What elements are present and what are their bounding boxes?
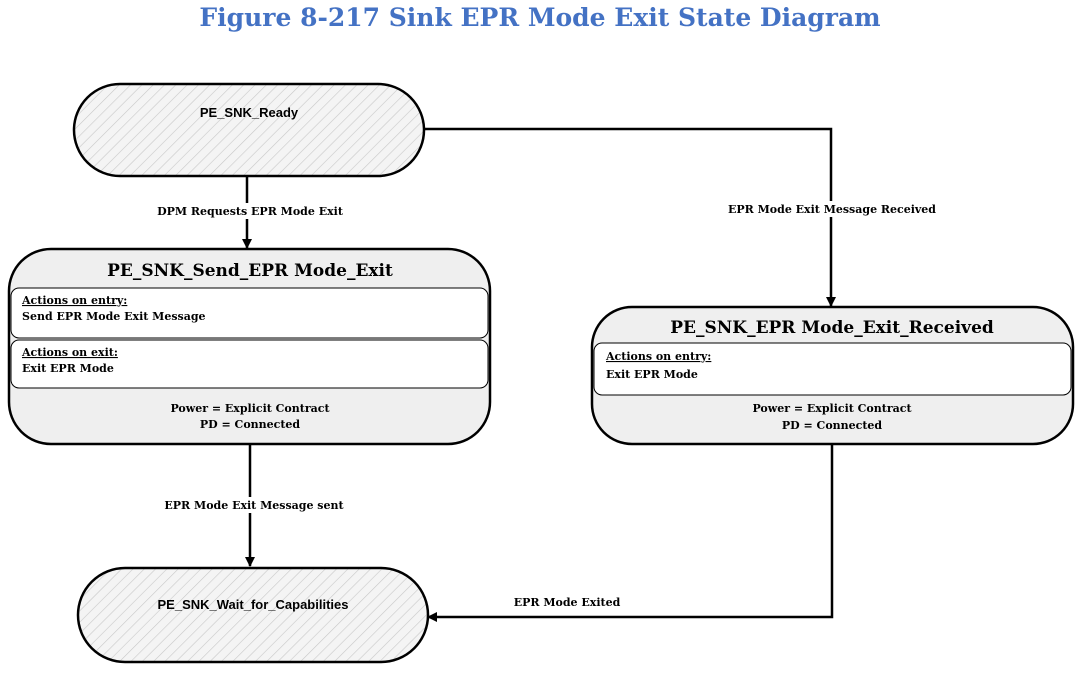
transition-label-dpm-request: DPM Requests EPR Mode Exit <box>157 205 344 218</box>
entry-action: Send EPR Mode Exit Message <box>22 310 206 323</box>
pd-status: PD = Connected <box>200 418 301 431</box>
state-name: PE_SNK_Send_EPR Mode_Exit <box>107 261 393 281</box>
transition-msg-received: EPR Mode Exit Message Received <box>424 127 942 307</box>
exit-actions-heading: Actions on exit: <box>21 346 118 359</box>
exit-action: Exit EPR Mode <box>22 362 114 375</box>
entry-actions-heading: Actions on entry: <box>21 294 127 307</box>
power-status: Power = Explicit Contract <box>170 402 330 415</box>
transition-dpm-request: DPM Requests EPR Mode Exit <box>148 176 348 249</box>
transition-mode-exited: EPR Mode Exited <box>427 444 834 622</box>
transition-msg-sent: EPR Mode Exit Message sent <box>155 444 345 567</box>
state-pe-snk-epr-mode-exit-received: PE_SNK_EPR Mode_Exit_Received Actions on… <box>590 305 1075 446</box>
power-status: Power = Explicit Contract <box>752 402 912 415</box>
entry-action: Exit EPR Mode <box>606 368 698 381</box>
entry-actions-heading: Actions on entry: <box>605 350 711 363</box>
state-pe-snk-ready: PE_SNK_Ready <box>72 82 426 178</box>
figure-title: Figure 8-217 Sink EPR Mode Exit State Di… <box>199 3 881 32</box>
state-name: PE_SNK_Ready <box>200 105 299 120</box>
pd-status: PD = Connected <box>782 419 883 432</box>
transition-label-mode-exited: EPR Mode Exited <box>514 596 621 609</box>
state-pe-snk-wait-for-capabilities: PE_SNK_Wait_for_Capabilities <box>76 566 430 664</box>
transition-label-msg-sent: EPR Mode Exit Message sent <box>164 499 344 512</box>
state-name: PE_SNK_EPR Mode_Exit_Received <box>670 318 994 338</box>
state-pe-snk-send-epr-mode-exit: PE_SNK_Send_EPR Mode_Exit Actions on ent… <box>7 247 492 446</box>
state-name: PE_SNK_Wait_for_Capabilities <box>158 597 349 612</box>
transition-label-msg-received: EPR Mode Exit Message Received <box>728 203 936 216</box>
